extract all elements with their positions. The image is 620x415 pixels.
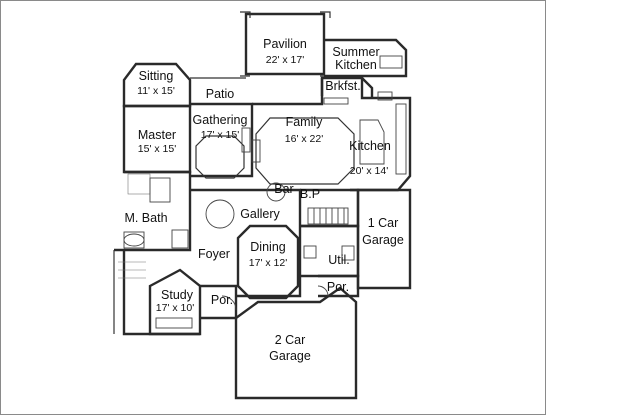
side-porch-label: Por. [327,280,349,294]
family-fireplace [251,139,261,163]
study-desk [155,317,193,329]
kitchen-counter [395,103,407,175]
pavilion-walls [244,12,326,76]
dining-label: Dining [250,240,285,254]
bp-label: B.P [300,187,320,201]
family-octagon [255,117,355,185]
one-car-garage-label: 1 Car [368,216,399,230]
bathtub [123,233,145,247]
family-dims: 16' x 22' [285,133,323,145]
bar-counter [266,182,286,202]
breakfast-walls [320,77,374,98]
master-label: Master [138,128,176,142]
gathering-dims: 17' x 15' [201,129,239,141]
pavilion-posts [240,11,331,77]
walls [113,11,412,400]
study-walls [148,268,202,336]
master-dims: 15' x 15' [138,143,176,155]
gathering-fireplace [241,127,251,153]
foyer-label: Foyer [198,247,230,261]
shower [149,177,171,203]
pavilion-label: Pavilion [263,37,307,51]
vanity [171,229,189,249]
one-car-garage-walls [356,188,412,290]
breakfast-label: Brkfst. [325,79,360,93]
closet [127,173,151,195]
sitting-label: Sitting [139,69,174,83]
family-label: Family [286,115,324,129]
room-labels: Pavilion 22' x 17' Summer Kitchen Sittin… [124,37,403,363]
dryer [341,245,355,261]
one-car-garage-label-2: Garage [362,233,404,247]
dining-walls [236,224,300,300]
summer-kitchen-counter [379,55,403,69]
master-bath-walls [124,170,192,252]
two-car-garage-walls [234,286,358,400]
summer-kitchen-label-2: Kitchen [335,58,377,72]
gallery-walls [190,188,302,298]
kitchen-island [359,119,385,165]
summer-kitchen-label: Summer [332,45,379,59]
sitting-dims: 11' x 15' [137,85,175,97]
gallery-label: Gallery [240,207,280,221]
side-door-swing [317,285,329,297]
kitchen-label: Kitchen [349,139,391,153]
study-dims: 17' x 10' [156,302,194,314]
left-closet-hatch [118,261,146,279]
summer-kitchen-walls [324,38,408,78]
study-label: Study [161,288,194,302]
front-porch-label: Por. [211,293,233,307]
fridge [377,91,393,101]
side-porch-walls [318,274,360,298]
stairs [307,207,349,225]
patio-label: Patio [206,87,235,101]
utility-walls [300,224,360,278]
front-porch-walls [200,284,238,320]
two-car-garage-label-2: Garage [269,349,311,363]
breakfast-bench [323,97,349,105]
pavilion-dims: 22' x 17' [266,54,304,66]
gathering-octagon [195,135,245,179]
tub-surround [123,231,145,249]
master-bath-label: M. Bath [124,211,167,225]
foyer-rotunda [205,199,235,229]
fixtures [118,55,407,329]
washer [303,245,317,259]
dining-dims: 17' x 12' [249,257,287,269]
gathering-label: Gathering [193,113,248,127]
bar-label: Bar [274,182,293,196]
front-door-swing [221,295,237,311]
two-car-garage-label: 2 Car [275,333,306,347]
kitchen-dims: 20' x 14' [350,165,388,177]
utility-label: Util. [328,253,350,267]
